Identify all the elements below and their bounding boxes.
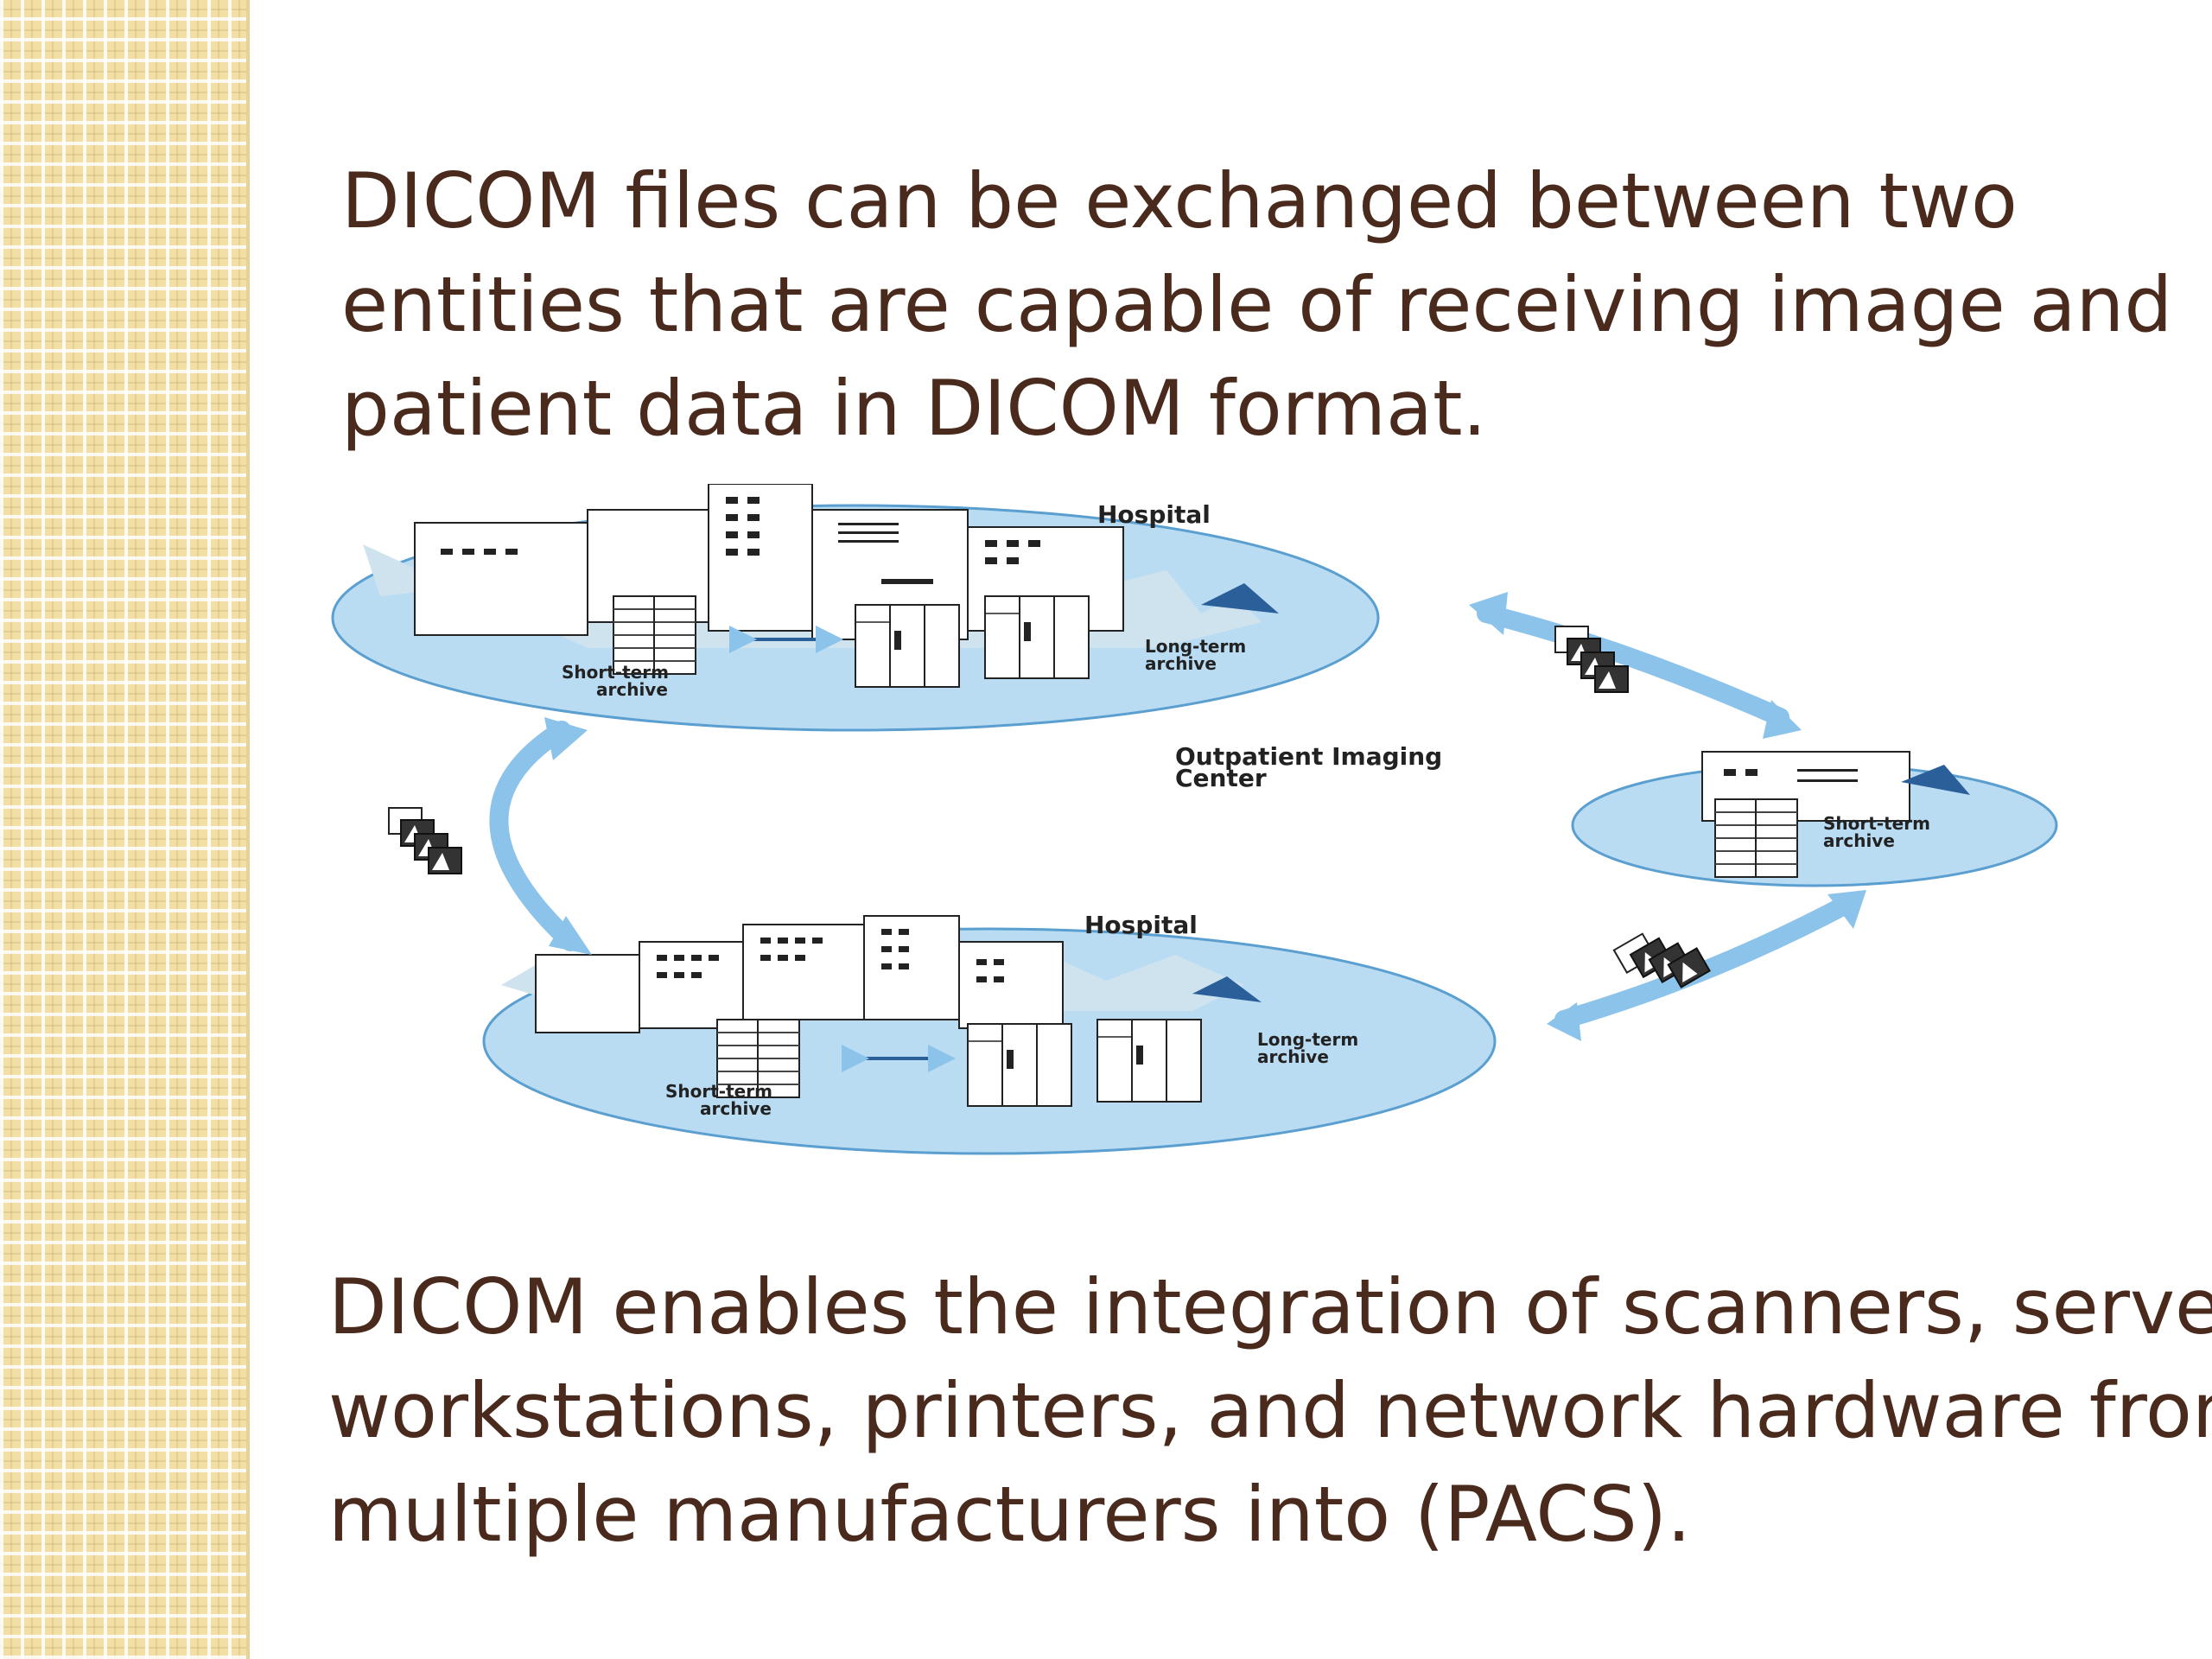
intro-paragraph: DICOM files can be exchanged between two… bbox=[341, 149, 2172, 461]
outpatient-short-term-2: archive bbox=[1823, 830, 1895, 851]
integration-line-2: workstations, printers, and network hard… bbox=[328, 1366, 2212, 1455]
hospital-bottom-short-term-2: archive bbox=[700, 1098, 772, 1119]
hospital-top-title: Hospital bbox=[1097, 500, 1211, 529]
outpatient-center-group: Outpatient Imaging Center Short-term arc… bbox=[1175, 742, 2058, 887]
bottom-right-exchange-arrow bbox=[1554, 893, 1859, 1029]
hospital-bottom-building bbox=[535, 954, 640, 1033]
outpatient-short-term-1: Short-term bbox=[1823, 813, 1930, 834]
intro-line-3: patient data in DICOM format. bbox=[341, 364, 1487, 453]
hospital-bottom-long-term-1: Long-term bbox=[1257, 1029, 1358, 1050]
hospital-bottom-long-term-2: archive bbox=[1257, 1046, 1329, 1067]
left-exchange-arrow bbox=[489, 721, 580, 951]
integration-paragraph: DICOM enables the integration of scanner… bbox=[328, 1255, 2212, 1567]
hospital-top-short-term-1: Short-term bbox=[562, 662, 669, 683]
hospital-top-long-term-2: archive bbox=[1145, 653, 1217, 674]
outpatient-title-1: Outpatient Imaging bbox=[1175, 742, 1442, 771]
hospital-top-building bbox=[414, 522, 588, 636]
integration-line-3: multiple manufacturers into (PACS). bbox=[328, 1470, 1692, 1559]
hospital-top-group: Hospital Short-term archive Long-term ar… bbox=[331, 484, 1380, 732]
hospital-bottom-short-term-1: Short-term bbox=[665, 1081, 772, 1102]
exchange-arrows bbox=[489, 592, 1866, 1041]
dicom-exchange-diagram: Hospital Short-term archive Long-term ar… bbox=[328, 484, 2169, 1166]
decorative-side-band bbox=[0, 0, 250, 1659]
intro-line-1: DICOM files can be exchanged between two bbox=[341, 156, 2018, 245]
hospital-bottom-group: Hospital Short-term archive Long-term ar… bbox=[482, 911, 1497, 1155]
integration-line-1: DICOM enables the integration of scanner… bbox=[328, 1262, 2212, 1351]
outpatient-title-2: Center bbox=[1175, 764, 1267, 792]
hospital-bottom-title: Hospital bbox=[1084, 911, 1198, 939]
hospital-top-short-term-2: archive bbox=[596, 679, 668, 700]
films-left-icon bbox=[388, 807, 462, 874]
top-right-exchange-arrow bbox=[1477, 604, 1789, 727]
intro-line-2: entities that are capable of receiving i… bbox=[341, 260, 2173, 349]
hospital-top-long-term-1: Long-term bbox=[1145, 636, 1246, 657]
